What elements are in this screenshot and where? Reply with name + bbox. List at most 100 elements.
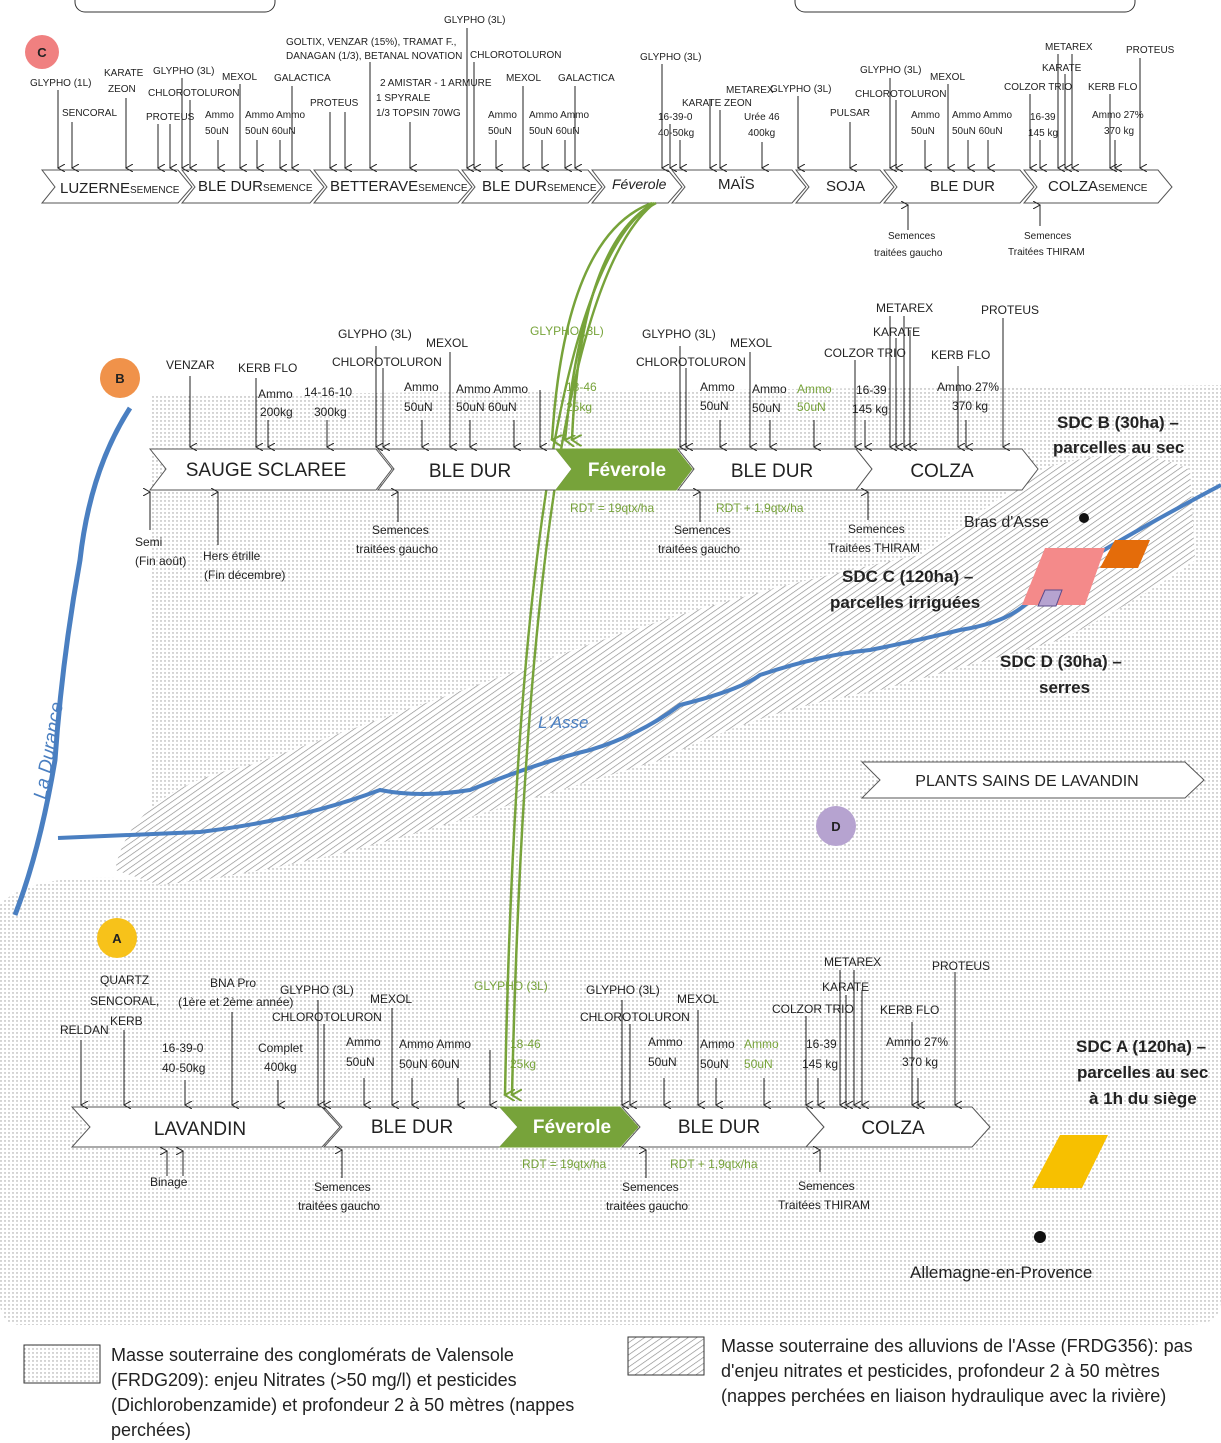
c-topsin: 1/3 TOPSIN 70WG [376, 108, 461, 119]
section-c-labels: GLYPHO (1L) SENCORAL KARATE ZEON GLYPHO … [30, 15, 1175, 259]
b-rdt1: RDT = 19qtx/ha [570, 501, 654, 515]
badge-c [25, 35, 59, 69]
badge-b [100, 358, 140, 398]
c-goltix: GOLTIX, VENZAR (15%), TRAMAT F., [286, 37, 456, 48]
a-glypho-b: GLYPHO (3L) [586, 983, 660, 997]
c-colzor: COLZOR TRIO [1004, 82, 1072, 93]
bras-dasse-dot [1079, 513, 1089, 523]
a-quartz: QUARTZ [100, 973, 149, 987]
a-ammo-b2b: 50uN [700, 1057, 729, 1071]
crop-c-6: MAÏS [718, 176, 755, 193]
c-amistar: 2 AMISTAR - 1 ARMURE [380, 78, 492, 89]
section-c-rotation [40, 169, 1173, 204]
sdc-d-parcel [1037, 589, 1063, 607]
top-box-left [74, 0, 276, 13]
c-glypho3l-d: GLYPHO (3L) [770, 84, 832, 95]
c-chloro-e: CHLOROTOLURON [855, 89, 947, 100]
sdc-a-parcel [1032, 1135, 1108, 1188]
crop-a-5: COLZA [861, 1118, 925, 1139]
c-ammo-a1b: 50uN [205, 126, 229, 137]
b-ammo-b2: Ammo [752, 382, 787, 396]
c-metarex: METAREX [726, 85, 774, 96]
c-glypho1l: GLYPHO (1L) [30, 78, 92, 89]
a-ammo-a2b: 50uN 60uN [399, 1057, 460, 1071]
b-ammo-a1: Ammo [404, 380, 439, 394]
section-c-up-arrows [908, 205, 1040, 230]
b-kerb2: KERB FLO [931, 348, 990, 362]
legend-valensole-swatch [23, 1344, 101, 1384]
crop-a-4: BLE DUR [678, 1117, 760, 1138]
section-c-arrows [58, 28, 1140, 168]
c-chloro-b: CHLOROTOLURON [470, 50, 562, 61]
b-141610: 14-16-10 [304, 385, 352, 399]
b-ammo200b: 200kg [260, 405, 293, 419]
bras-dasse-label: Bras d'Asse [964, 514, 1049, 531]
a-bna2: (1ère et 2ème année) [178, 995, 293, 1009]
a-bna: BNA Pro [210, 976, 256, 990]
b-sem-g2b: traitées gaucho [658, 542, 740, 556]
b-ammo-b2b: 50uN [752, 401, 781, 415]
c-karate: KARATE [104, 68, 144, 79]
section-a-arrows [81, 970, 955, 1105]
c-kerb: KERB FLO [1088, 82, 1138, 93]
sdc-b-label: SDC B (30ha) – [1057, 413, 1179, 432]
b-sem-g1: Semences [372, 523, 429, 537]
c-sencoral: SENCORAL [62, 108, 117, 119]
a-mexol-b: MEXOL [677, 992, 719, 1006]
asse-label: L'Asse [538, 713, 589, 732]
badge-a [97, 918, 137, 958]
b-rdt2: RDT + 1,9qtx/ha [716, 501, 804, 515]
c-sem-thiram2: Traitées THIRAM [1008, 247, 1085, 258]
c-ammo-e2: Ammo Ammo [952, 110, 1012, 121]
legend-asse-text: Masse souterraine des alluvions de l'Ass… [721, 1336, 1193, 1406]
c-4050: 40-50kg [658, 128, 694, 139]
c-mexol-a: MEXOL [222, 72, 257, 83]
sdc-b-label2: parcelles au sec [1053, 438, 1184, 457]
b-glypho-green: GLYPHO (3L) [530, 324, 604, 338]
c-zeon: ZEON [108, 84, 136, 95]
b-glypho-b: GLYPHO (3L) [642, 327, 716, 341]
c-ammo-b2: Ammo Ammo [529, 110, 589, 121]
a-chloro-a: CHLOROTOLURON [272, 1010, 382, 1024]
b-ammo-a2b: 50uN 60uN [456, 400, 517, 414]
a-25kg: 25kg [510, 1057, 536, 1071]
c-pulsar: PULSAR [830, 108, 870, 119]
sdc-c-label2: parcelles irriguées [830, 593, 980, 612]
b-ammo-b3: Ammo [797, 382, 832, 396]
legend-valensole-text: Masse souterraine des conglomérats de Va… [111, 1345, 575, 1440]
b-sem-tb: Traitées THIRAM [828, 541, 920, 555]
a-colzor: COLZOR TRIO [772, 1002, 854, 1016]
b-ammo-b1b: 50uN [700, 399, 729, 413]
c-chloro-a: CHLOROTOLURON [148, 88, 240, 99]
a-ammo-b3b: 50uN [744, 1057, 773, 1071]
crop-c-2: BLE DURSEMENCE [198, 178, 313, 195]
b-ammo200: Ammo [258, 387, 293, 401]
sdc-a-label: SDC A (120ha) – [1076, 1037, 1206, 1056]
b-300: 300kg [314, 405, 347, 419]
section-a-up-arrows [167, 1150, 820, 1178]
c-glypho3l-c: GLYPHO (3L) [640, 52, 702, 63]
a-370: 370 kg [902, 1055, 938, 1069]
crop-c-1: LUZERNESEMENCE [60, 180, 180, 197]
crop-c-7: SOJA [826, 178, 865, 195]
b-sem-g2: Semences [674, 523, 731, 537]
top-box-right [794, 0, 1136, 13]
sdc-c-parcel [1022, 548, 1105, 605]
sdc-d-label2: serres [1039, 678, 1090, 697]
b-ammo-a2: Ammo Ammo [456, 382, 528, 396]
sdc-a-label3: à 1h du siège [1089, 1089, 1197, 1108]
a-sem-g1: Semences [314, 1180, 371, 1194]
crop-c-8: BLE DUR [930, 178, 995, 195]
a-ammo27: Ammo 27% [886, 1035, 948, 1049]
c-ammo-e1: Ammo [911, 110, 940, 121]
a-chloro-b: CHLOROTOLURON [580, 1010, 690, 1024]
a-rdt1: RDT = 19qtx/ha [522, 1157, 606, 1171]
c-galactica-a: GALACTICA [274, 73, 331, 84]
a-rdt2: RDT + 1,9qtx/ha [670, 1157, 758, 1171]
crop-b-3: Féverole [588, 460, 666, 481]
crop-b-2: BLE DUR [429, 461, 511, 482]
a-1639: 16-39-0 [162, 1041, 204, 1055]
b-glypho-a: GLYPHO (3L) [338, 327, 412, 341]
crop-c-5: Féverole [612, 176, 667, 192]
